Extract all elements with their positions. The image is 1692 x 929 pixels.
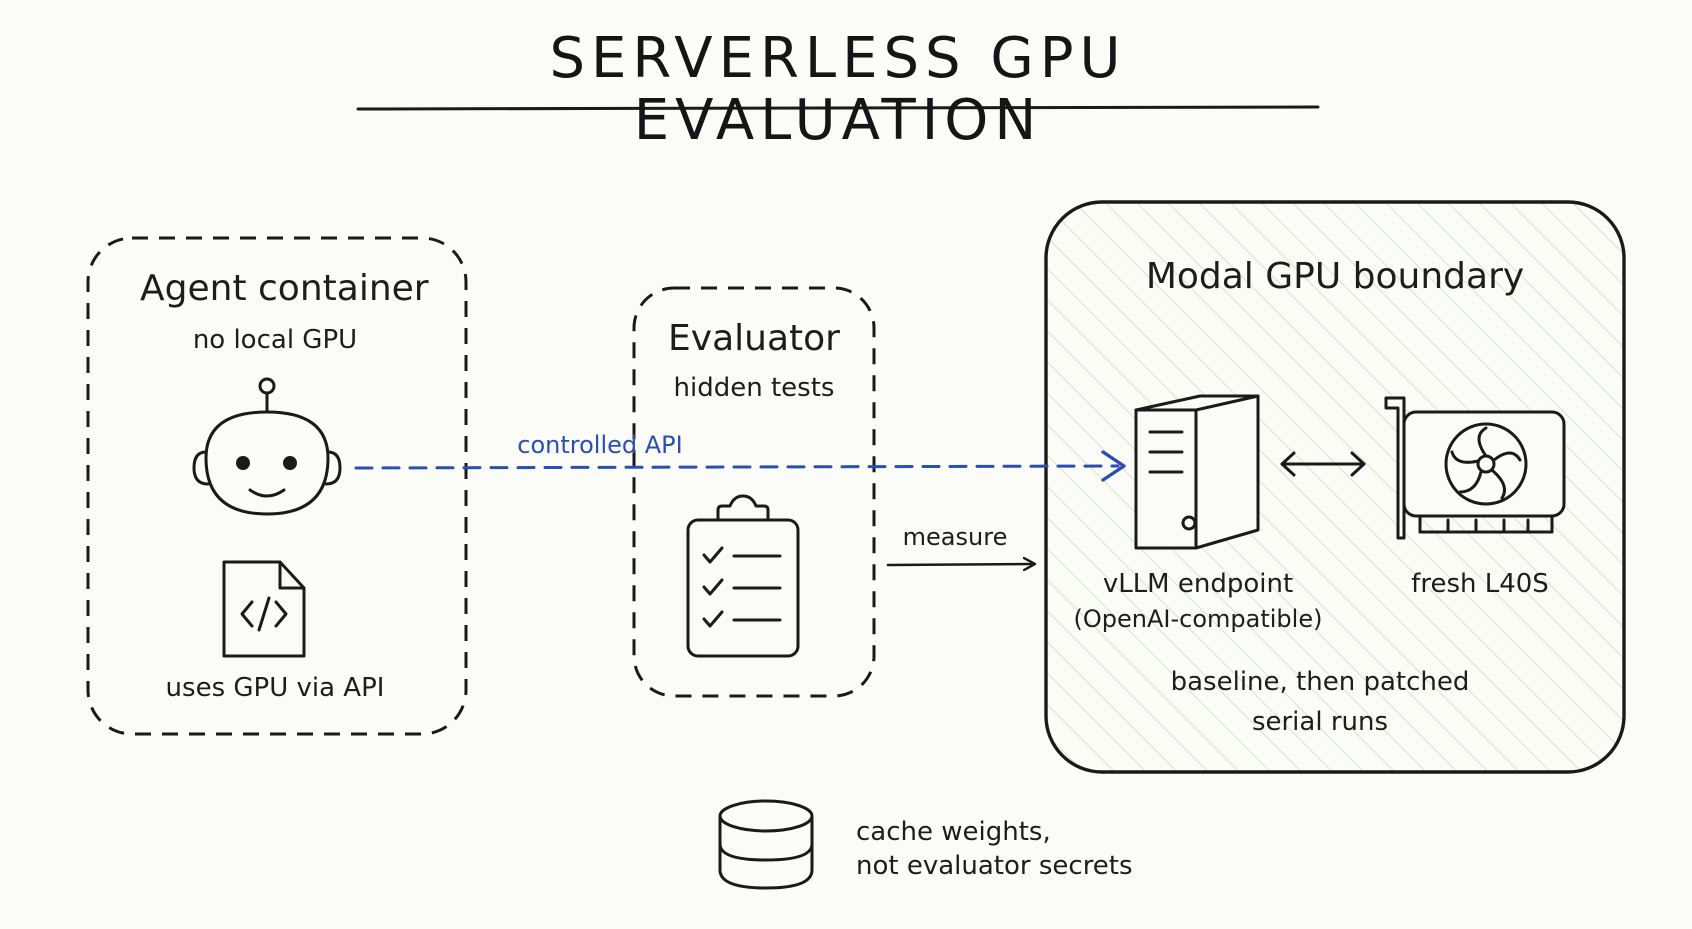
agent-container-note: uses GPU via API: [165, 673, 385, 703]
vllm-endpoint-label: vLLM endpoint: [1102, 569, 1294, 599]
measure-label: measure: [902, 523, 1008, 551]
page-title: SERVERLESS GPU EVALUATION: [549, 26, 1127, 153]
gpu-label: fresh L40S: [1411, 569, 1549, 599]
title-underline: [356, 105, 1320, 111]
bidirectional-arrow: [1280, 451, 1366, 477]
code-file-icon: [222, 560, 306, 658]
clipboard-checklist-icon: [686, 494, 800, 658]
controlled-api-arrow: [354, 464, 1120, 470]
modal-gpu-boundary-box: [1044, 200, 1626, 774]
agent-container-box: [86, 236, 468, 736]
agent-container-subtitle: no local GPU: [192, 325, 358, 355]
server-tower-icon: [1134, 394, 1260, 550]
evaluator-title: Evaluator: [668, 318, 840, 359]
evaluator-box: [632, 286, 876, 698]
agent-container-title: Agent container: [140, 268, 429, 309]
modal-boundary-title: Modal GPU boundary: [1145, 256, 1525, 297]
cache-label-line-2: not evaluator secrets: [856, 851, 1133, 881]
modal-boundary-hatch: [1046, 202, 1624, 772]
vllm-endpoint-compat-label: (OpenAI-compatible): [1073, 605, 1323, 633]
runs-label-line-2: serial runs: [1251, 707, 1389, 737]
controlled-api-arrowhead: [1101, 450, 1126, 482]
controlled-api-label: controlled API: [517, 431, 683, 459]
robot-icon: [192, 377, 342, 516]
evaluator-subtitle: hidden tests: [673, 373, 835, 403]
cache-label-line-1: cache weights,: [856, 817, 1051, 847]
gpu-card-icon: [1384, 396, 1566, 540]
runs-label-line-1: baseline, then patched: [1170, 667, 1470, 697]
database-icon: [718, 799, 814, 890]
measure-arrow: [886, 564, 1034, 565]
